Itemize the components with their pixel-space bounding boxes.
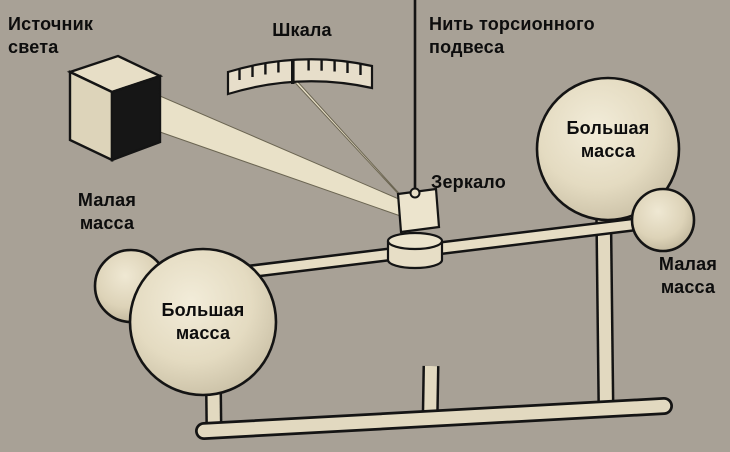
small-mass-right-label: Малая масса — [658, 254, 718, 297]
scale-ticks — [238, 60, 362, 80]
cube-front-face — [110, 74, 162, 162]
large-mass-right-sphere — [535, 76, 681, 222]
mirror-label: Зеркало — [431, 172, 506, 192]
torsion-thread-label: Нить торсионного подвеса — [429, 14, 595, 57]
scale-ruler — [226, 58, 374, 96]
center-cylinder — [386, 231, 444, 270]
large-mass-right-label: Большая масса — [566, 118, 650, 161]
light-source-cube — [66, 54, 164, 162]
large-mass-left-sphere — [128, 247, 278, 397]
scale-band — [226, 58, 374, 96]
large-mass-left-label: Большая масса — [161, 300, 245, 343]
small-mass-left-label: Малая масса — [77, 190, 137, 233]
scale-label: Шкала — [272, 20, 332, 40]
mirror-plate — [396, 187, 441, 234]
cylinder-top — [386, 231, 444, 251]
mirror-thread-knob — [409, 187, 421, 199]
small-mass-right-sphere — [630, 187, 696, 253]
light-source-label: Источник света — [8, 14, 94, 57]
base-bar — [197, 399, 671, 438]
